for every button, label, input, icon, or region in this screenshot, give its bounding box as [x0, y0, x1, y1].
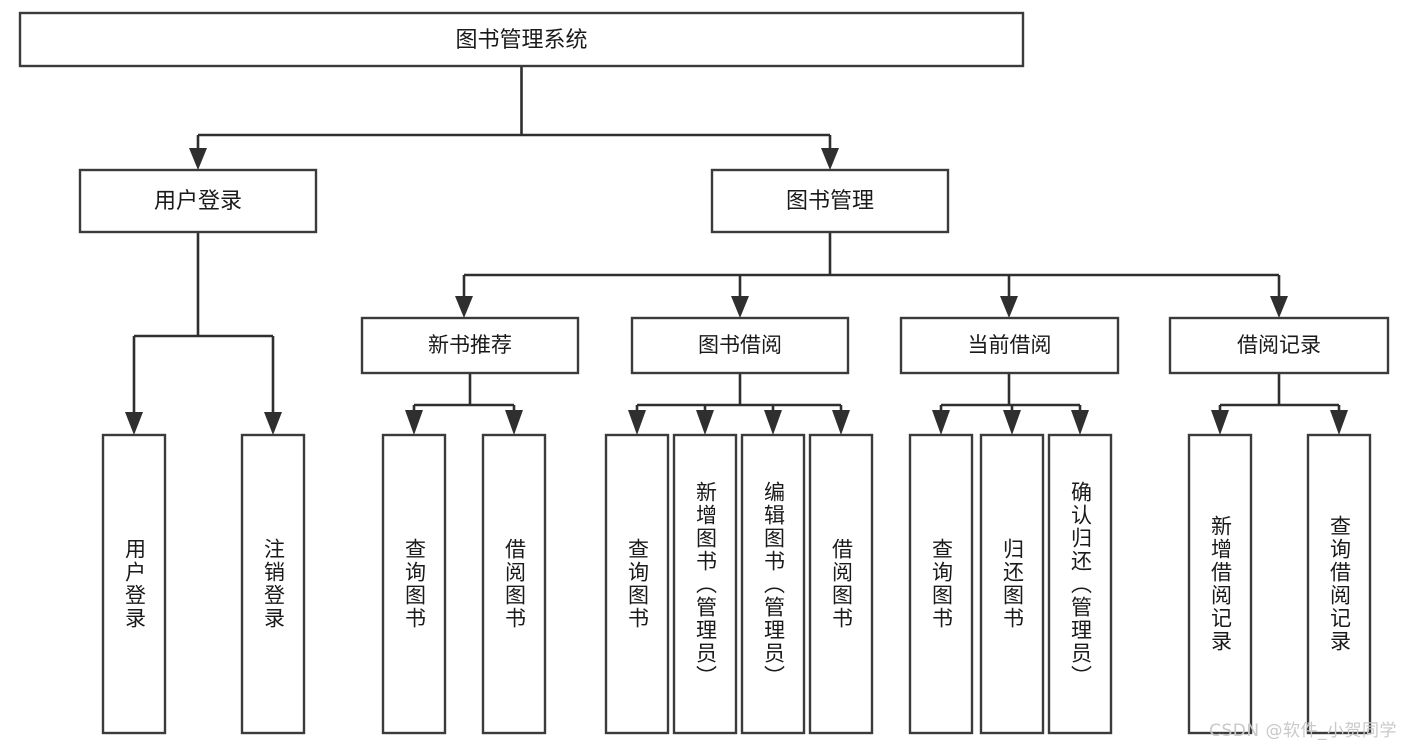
- node-layer: 图书管理系统 用户登录 图书管理 新书推荐 图书借阅 当前借阅: [18, 11, 1390, 375]
- arrow-head-bb-edit-book: [764, 410, 782, 435]
- arrow-head-bb-borrow-book: [832, 410, 850, 435]
- node-current-borrow-label: 当前借阅: [968, 333, 1052, 357]
- leaf-node-box[interactable]: [1306, 433, 1372, 735]
- leaf-node-box[interactable]: [908, 433, 974, 735]
- leaf-node-box[interactable]: [240, 433, 306, 735]
- arrow-head-borrow-record: [1270, 296, 1288, 318]
- node-borrow-record[interactable]: 借阅记录: [1168, 316, 1390, 375]
- node-root-box[interactable]: [18, 11, 1025, 68]
- leaf-node-box[interactable]: [979, 433, 1045, 735]
- arrow-head-book-manage: [821, 148, 839, 170]
- arrow-head-current-borrow: [1000, 296, 1018, 318]
- leaf-node-box[interactable]: [672, 433, 738, 735]
- leaf-node-box[interactable]: [1047, 433, 1113, 735]
- arrow-head-nbr-borrow-book: [505, 410, 523, 435]
- arrow-head-leaf-user-login: [125, 412, 143, 435]
- node-book-borrow-box[interactable]: [630, 316, 850, 375]
- arrow-head-nbr-query-book: [405, 410, 423, 435]
- arrow-head-br-query-record: [1330, 410, 1348, 435]
- node-book-borrow[interactable]: 图书借阅: [630, 316, 850, 375]
- node-current-borrow[interactable]: 当前借阅: [899, 316, 1120, 375]
- arrow-head-user-login: [189, 148, 207, 170]
- connector-book-manage-to-level3: [455, 232, 1288, 318]
- csdn-watermark: CSDN @软件_小贺同学: [1209, 721, 1397, 741]
- arrow-head-cb-return-book: [1003, 410, 1021, 435]
- arrow-head-br-add-record: [1211, 410, 1229, 435]
- node-new-book-recommend-label: 新书推荐: [428, 333, 512, 357]
- arrow-head-bb-add-book: [696, 410, 714, 435]
- connector-book-borrow-to-leaves: [628, 373, 850, 435]
- node-user-login-label: 用户登录: [154, 189, 242, 214]
- node-user-login[interactable]: 用户登录: [78, 168, 318, 234]
- leaf-node-box[interactable]: [381, 433, 447, 735]
- arrow-head-leaf-logout: [264, 412, 282, 435]
- node-new-book-recommend-box[interactable]: [360, 316, 580, 375]
- node-root[interactable]: 图书管理系统: [18, 11, 1025, 68]
- arrow-head-new-book-rec: [455, 296, 473, 318]
- connector-new-book-rec-to-leaves: [405, 373, 523, 435]
- leaf-node-box[interactable]: [604, 433, 670, 735]
- node-book-manage-box[interactable]: [710, 168, 950, 234]
- node-book-manage[interactable]: 图书管理: [710, 168, 950, 234]
- arrow-head-cb-confirm-return: [1071, 410, 1089, 435]
- connector-current-borrow-to-leaves: [932, 373, 1089, 435]
- leaf-node-box[interactable]: [808, 433, 874, 735]
- connector-root-to-level2: [189, 66, 839, 170]
- arrow-head-bb-query-book: [628, 410, 646, 435]
- node-current-borrow-box[interactable]: [899, 316, 1120, 375]
- node-book-manage-label: 图书管理: [786, 189, 874, 214]
- leaf-node-box[interactable]: [740, 433, 806, 735]
- leaf-node-box[interactable]: [1187, 433, 1253, 735]
- node-book-borrow-label: 图书借阅: [698, 333, 782, 357]
- node-new-book-recommend[interactable]: 新书推荐: [360, 316, 580, 375]
- arrow-head-cb-query-book: [932, 410, 950, 435]
- connector-borrow-record-to-leaves: [1211, 373, 1348, 435]
- node-borrow-record-label: 借阅记录: [1237, 333, 1321, 357]
- connector-user-login-to-leaves: [125, 232, 282, 435]
- node-root-label: 图书管理系统: [455, 28, 587, 53]
- leaf-node-box[interactable]: [481, 433, 547, 735]
- node-borrow-record-box[interactable]: [1168, 316, 1390, 375]
- connector-layer: [125, 66, 1348, 435]
- leaf-box-layer: [101, 433, 1372, 735]
- node-user-login-box[interactable]: [78, 168, 318, 234]
- arrow-head-book-borrow: [731, 296, 749, 318]
- leaf-node-box[interactable]: [101, 433, 167, 735]
